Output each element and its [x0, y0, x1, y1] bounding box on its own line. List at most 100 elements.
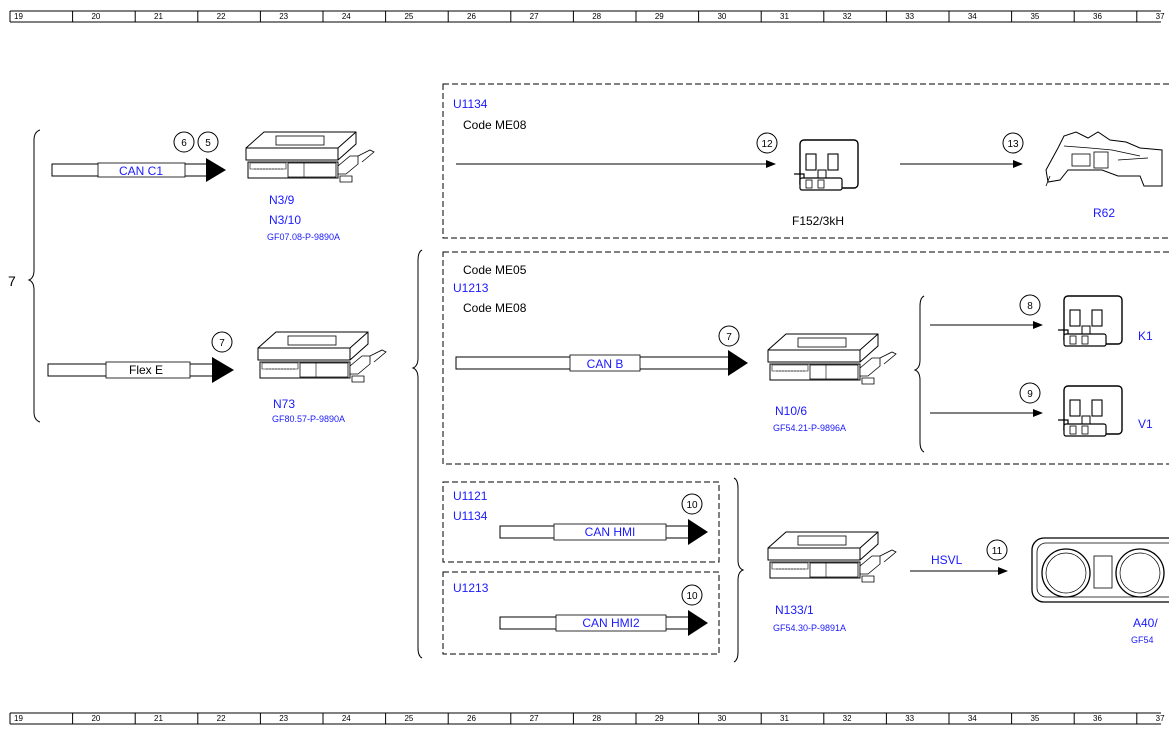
- doc-ref-gf54-30: GF54.30-P-9891A: [773, 623, 846, 633]
- box-u1213-hmi2: [442, 571, 720, 655]
- box-u1134: [442, 83, 1169, 239]
- relay-v1-icon: [1057, 385, 1123, 437]
- box3-code-1: U1134: [453, 509, 488, 523]
- marker-5: 5: [197, 131, 219, 153]
- marker-8: 8: [1019, 294, 1041, 316]
- marker-12: 12: [756, 132, 778, 154]
- device-n3-10: N3/10: [269, 213, 301, 227]
- marker-6: 6: [173, 131, 195, 153]
- ruler-number: 28: [592, 714, 601, 723]
- relay-f152-icon: [793, 139, 859, 191]
- device-n133-1: N133/1: [775, 603, 814, 617]
- ruler-number: 37: [1156, 714, 1165, 723]
- svg-text:9: 9: [1027, 389, 1033, 400]
- svg-text:6: 6: [181, 138, 187, 149]
- device-n10-6: N10/6: [775, 404, 807, 418]
- ruler-number: 24: [342, 12, 351, 21]
- ruler-number: 34: [968, 12, 977, 21]
- relay-k1-icon: [1057, 295, 1123, 347]
- bus-can-c1: CAN C1: [51, 158, 226, 182]
- can-hmi-label: CAN HMI: [585, 525, 636, 539]
- bus-can-hmi2: CAN HMI2: [499, 610, 708, 636]
- device-a40: A40/: [1133, 616, 1158, 630]
- device-v1: V1: [1138, 417, 1153, 431]
- svg-text:10: 10: [686, 591, 698, 602]
- ruler-number: 21: [154, 714, 163, 723]
- relay-f152-label: F152/3kH: [792, 214, 844, 228]
- marker-7-box2: 7: [718, 325, 740, 347]
- link-hsvl: HSVL: [931, 553, 963, 567]
- ruler-number: 31: [780, 714, 789, 723]
- bus-flex-e: Flex E: [47, 357, 234, 383]
- ruler-number: 28: [592, 12, 601, 21]
- device-n3-9: N3/9: [269, 193, 295, 207]
- marker-9: 9: [1019, 382, 1041, 404]
- ruler-number: 19: [14, 12, 23, 21]
- ecu-n133-1-icon: [767, 531, 897, 583]
- ruler-number: 27: [530, 12, 539, 21]
- instrument-cluster-icon: [1031, 537, 1169, 603]
- marker-10-b: 10: [681, 584, 703, 606]
- device-k1: K1: [1138, 329, 1153, 343]
- box2-code1: Code ME05: [463, 263, 527, 277]
- doc-ref-gf80: GF80.57-P-9890A: [272, 414, 345, 424]
- ruler-number: 30: [717, 714, 726, 723]
- ruler-number: 29: [655, 714, 664, 723]
- can-c1-label: CAN C1: [119, 164, 163, 178]
- ruler-number: 36: [1093, 714, 1102, 723]
- ruler-number: 25: [404, 714, 413, 723]
- device-r62: R62: [1093, 206, 1115, 220]
- ruler-number: 33: [905, 714, 914, 723]
- ruler-number: 34: [968, 714, 977, 723]
- ruler-number: 25: [404, 12, 413, 21]
- marker-7-left: 7: [211, 331, 233, 353]
- ruler-number: 30: [717, 12, 726, 21]
- ruler-number: 36: [1093, 12, 1102, 21]
- box-u1121: [442, 481, 720, 563]
- svg-text:11: 11: [992, 546, 1003, 557]
- svg-text:7: 7: [219, 338, 225, 349]
- device-n73: N73: [273, 397, 295, 411]
- box4-code: U1213: [453, 581, 489, 595]
- doc-ref-gf54-21: GF54.21-P-9896A: [773, 423, 846, 433]
- svg-text:8: 8: [1027, 301, 1033, 312]
- ecu-n10-6-icon: [767, 333, 897, 385]
- ruler-number: 29: [655, 12, 664, 21]
- flex-e-label: Flex E: [129, 363, 163, 377]
- ruler-number: 21: [154, 12, 163, 21]
- box-u1213: [442, 251, 1169, 465]
- box1-code-blue: U1134: [453, 97, 488, 111]
- ruler-number: 31: [780, 12, 789, 21]
- ruler-number: 27: [530, 714, 539, 723]
- svg-text:10: 10: [686, 500, 698, 511]
- svg-text:13: 13: [1007, 139, 1019, 150]
- can-hmi2-label: CAN HMI2: [582, 616, 640, 630]
- ruler-number: 22: [217, 714, 226, 723]
- ruler-number: 24: [342, 714, 351, 723]
- ecu-n73-icon: [257, 331, 387, 383]
- svg-text:5: 5: [205, 138, 211, 149]
- svg-text:7: 7: [726, 332, 732, 343]
- ruler-number: 23: [279, 12, 288, 21]
- doc-ref-gf07: GF07.08-P-9890A: [267, 232, 340, 242]
- box1-code: Code ME08: [463, 118, 527, 132]
- box2-code2: Code ME08: [463, 301, 527, 315]
- ruler-number: 26: [467, 714, 476, 723]
- ruler-number: 35: [1030, 12, 1039, 21]
- ruler-number: 23: [279, 714, 288, 723]
- doc-ref-gf54-cluster: GF54: [1131, 635, 1154, 645]
- ruler-number: 37: [1156, 12, 1165, 21]
- ruler-number: 35: [1030, 714, 1039, 723]
- ruler-number: 19: [14, 714, 23, 723]
- side-label: 7: [8, 273, 16, 289]
- can-b-label: CAN B: [587, 357, 624, 371]
- box3-code-0: U1121: [453, 489, 488, 503]
- ruler-number: 20: [91, 12, 100, 21]
- ruler-number: 26: [467, 12, 476, 21]
- marker-13: 13: [1002, 132, 1024, 154]
- bus-can-hmi: CAN HMI: [499, 519, 708, 545]
